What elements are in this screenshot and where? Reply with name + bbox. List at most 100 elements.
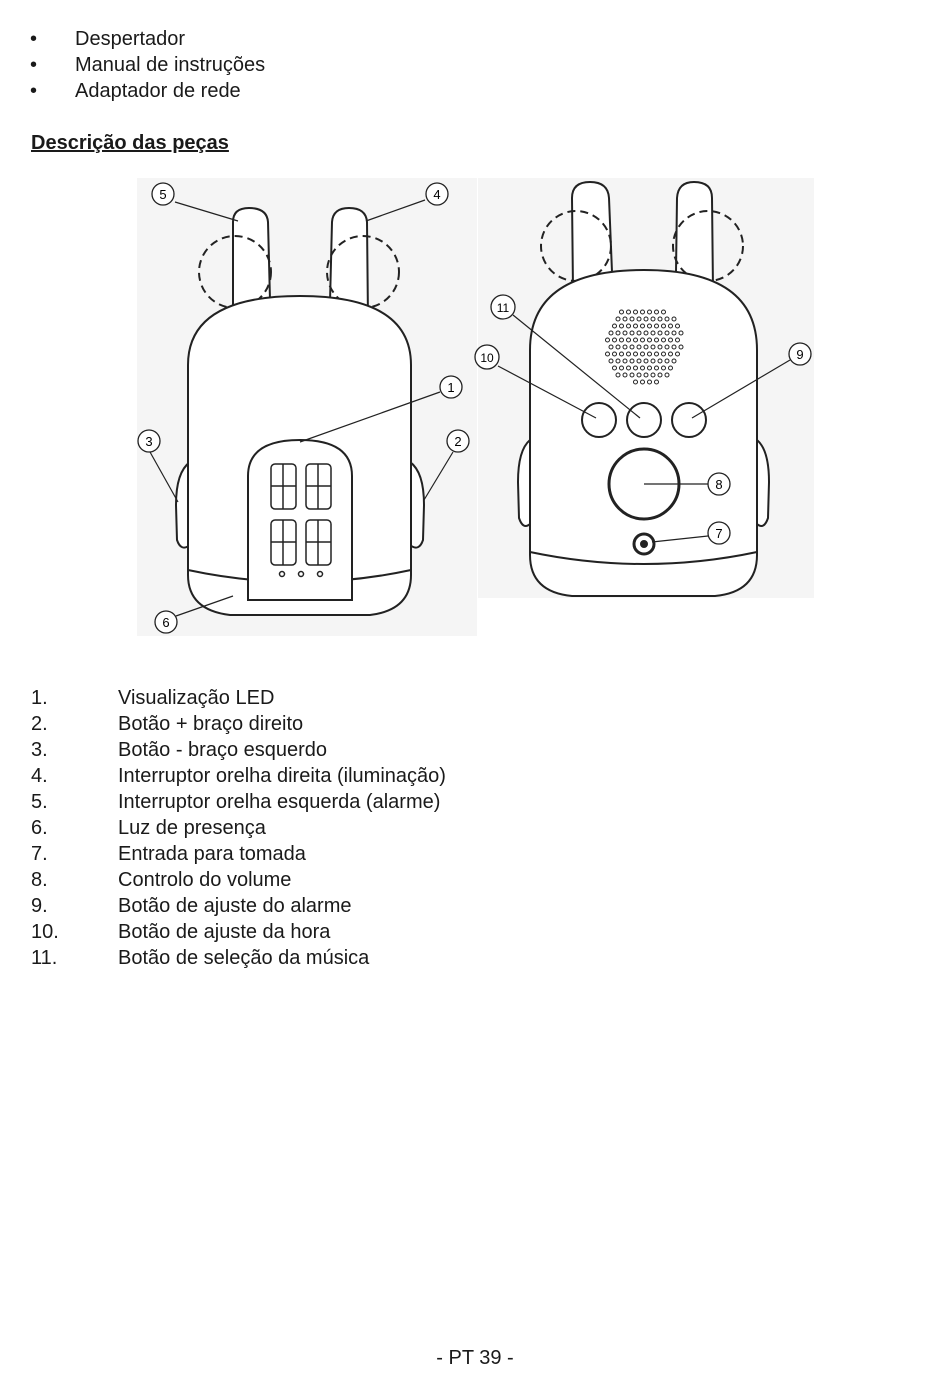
list-item: 11. Botão de seleção da música (31, 945, 631, 971)
part-number: 2. (31, 713, 48, 735)
grille-hole (661, 351, 666, 357)
grille-hole (664, 330, 670, 336)
grille-hole (619, 365, 624, 371)
callout-circle (154, 610, 178, 634)
grille-hole (661, 365, 666, 371)
part-number: 11. (31, 947, 58, 969)
power-jack-center (640, 540, 648, 548)
grille-hole (640, 309, 645, 315)
grille-hole (622, 358, 628, 364)
callout-circle (490, 294, 516, 320)
grille-hole (629, 344, 635, 350)
grille-hole (612, 323, 617, 329)
grille-hole (615, 330, 621, 336)
callout-circle (151, 182, 175, 206)
grille-hole (636, 344, 642, 350)
list-item: 2. Botão + braço direito (31, 711, 631, 737)
grille-hole (647, 351, 652, 357)
grille-hole (664, 344, 670, 350)
grille-hole (668, 323, 673, 329)
grille-hole (643, 316, 649, 322)
callout-label: 2 (454, 434, 461, 449)
callout-label: 5 (159, 187, 166, 202)
bullet-icon: • (30, 80, 38, 102)
grille-hole (668, 337, 673, 343)
grille-hole (615, 316, 621, 322)
part-label: Botão de seleção da música (118, 947, 370, 969)
grille-hole (661, 323, 666, 329)
part-number: 9. (31, 895, 48, 917)
callout-label: 8 (715, 477, 722, 492)
grille-hole (640, 337, 645, 343)
grille-hole (633, 309, 638, 315)
grille-hole (650, 358, 656, 364)
led-digits-icon (270, 463, 332, 578)
grille-hole (622, 316, 628, 322)
callout-circle (707, 472, 731, 496)
callout-label: 11 (497, 301, 510, 315)
grille-hole (654, 323, 659, 329)
grille-hole (615, 358, 621, 364)
grille-hole (608, 344, 614, 350)
grille-hole (654, 351, 659, 357)
part-number: 6. (31, 817, 48, 839)
list-item: 1.Visualização LED (31, 685, 631, 711)
bullet-icon: • (30, 28, 38, 50)
grille-hole (615, 372, 621, 378)
callout-circle (707, 521, 731, 545)
grille-hole (633, 379, 638, 385)
part-label: Botão + braço direito (118, 713, 304, 735)
list-item: 5.Interruptor orelha esquerda (alarme) (31, 789, 631, 815)
grille-hole (647, 323, 652, 329)
callout-circle (446, 429, 470, 453)
grille-hole (668, 351, 673, 357)
grille-hole (636, 330, 642, 336)
left-arm-icon (174, 461, 191, 549)
part-label: Interruptor orelha direita (iluminação) (118, 765, 446, 787)
part-number: 10. (31, 921, 59, 943)
callout-label: 7 (715, 526, 722, 541)
grille-hole (647, 309, 652, 315)
grille-hole (661, 337, 666, 343)
grille-hole (671, 358, 677, 364)
grille-hole (626, 337, 631, 343)
front-view-clock (174, 206, 426, 616)
list-item: 9.Botão de ajuste do alarme (31, 893, 631, 919)
base-line (529, 551, 758, 565)
grille-hole (636, 372, 642, 378)
grille-hole (605, 337, 610, 343)
callout-circle (474, 344, 500, 370)
right-ear-icon (329, 206, 369, 321)
grille-hole (661, 309, 666, 315)
grille-hole (664, 316, 670, 322)
part-label: Visualização LED (118, 687, 275, 709)
grille-hole (657, 316, 663, 322)
grille-hole (664, 358, 670, 364)
part-number: 4. (31, 765, 48, 787)
grille-hole (633, 323, 638, 329)
right-arm-icon (756, 439, 771, 527)
callout-label: 9 (796, 347, 803, 362)
part-number: 7. (31, 843, 48, 865)
grille-hole (622, 330, 628, 336)
grille-hole (612, 351, 617, 357)
list-item-text: Manual de instruções (75, 54, 266, 76)
grille-hole (664, 372, 670, 378)
bullet-icon: • (30, 54, 38, 76)
grille-hole (647, 379, 652, 385)
grille-hole (640, 351, 645, 357)
list-item-text: Adaptador de rede (75, 80, 241, 102)
grille-hole (619, 337, 624, 343)
part-number: 3. (31, 739, 48, 761)
grille-hole (633, 351, 638, 357)
leader-lines (149, 199, 791, 617)
grille-hole (629, 358, 635, 364)
left-ear-icon (570, 180, 613, 291)
grille-hole (629, 330, 635, 336)
part-label: Botão de ajuste da hora (118, 921, 331, 943)
grille-hole (626, 365, 631, 371)
parts-list: 1.Visualização LED 2. Botão + braço direi… (31, 685, 631, 971)
grille-hole (650, 344, 656, 350)
grille-hole (654, 309, 659, 315)
grille-hole (675, 351, 680, 357)
